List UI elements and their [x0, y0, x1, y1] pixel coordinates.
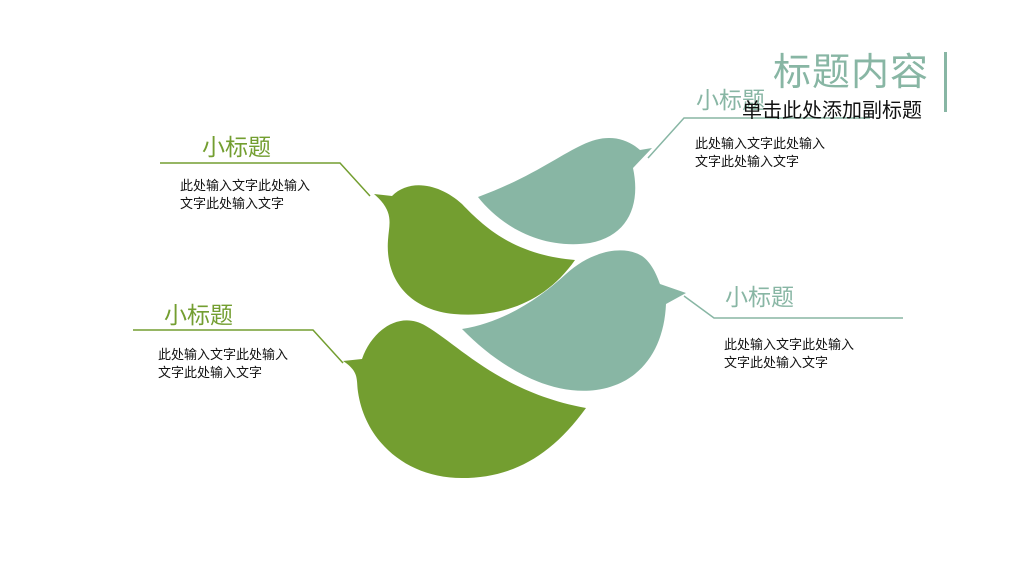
slide-title: 标题内容: [773, 50, 930, 94]
item-body-bottom-left: 此处输入文字此处输入文字此处输入文字: [158, 348, 289, 381]
connector-line-top-right: [647, 117, 870, 159]
item-heading-top-left: 小标题: [202, 135, 271, 161]
item-body-bottom-right: 此处输入文字此处输入文字此处输入文字: [724, 338, 855, 371]
connector-line-bottom-right: [683, 295, 903, 319]
bird-green-top: [374, 185, 575, 315]
item-body-top-right: 此处输入文字此处输入文字此处输入文字: [695, 137, 826, 170]
bird-teal-bottom: [462, 250, 686, 391]
item-heading-top-right: 小标题: [696, 88, 765, 114]
item-body-top-left: 此处输入文字此处输入文字此处输入文字: [180, 179, 311, 212]
connector-line-bottom-left: [133, 329, 344, 364]
bird-teal-top: [478, 137, 652, 245]
item-heading-bottom-right: 小标题: [725, 285, 794, 311]
bird-green-bottom: [343, 320, 586, 478]
title-accent-bar: [944, 52, 947, 112]
item-heading-bottom-left: 小标题: [164, 303, 233, 329]
connector-line-top-left: [160, 162, 371, 197]
slide-subtitle: 单击此处添加副标题: [742, 98, 922, 122]
